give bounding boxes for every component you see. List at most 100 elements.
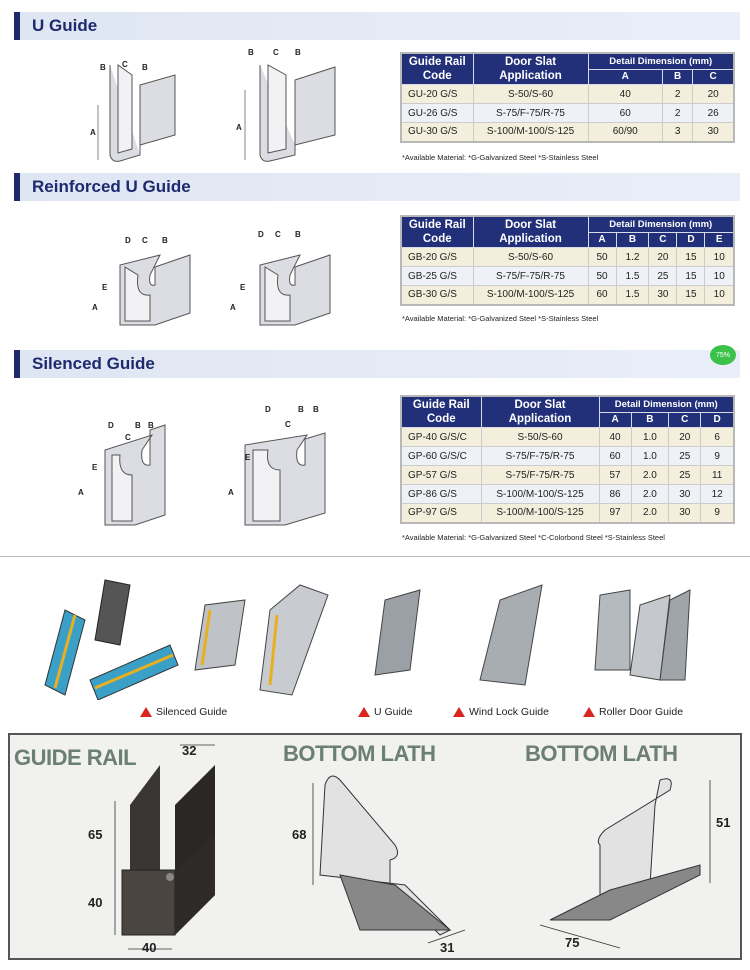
dim-label: B bbox=[135, 421, 141, 430]
door-slat-application: S-75/F-75/R-75 bbox=[472, 103, 589, 123]
table-header: Detail Dimension (mm) bbox=[587, 215, 735, 233]
section-header-silenced-guide: Silenced Guide bbox=[14, 350, 740, 378]
guide-rail-drawing bbox=[121, 765, 215, 936]
dim-label: C bbox=[125, 433, 131, 442]
dimension-value: 15 bbox=[676, 247, 706, 267]
material-note: *Available Material: *G-Galvanized Steel… bbox=[402, 153, 599, 162]
table-header: B bbox=[615, 231, 650, 249]
table-header: Guide Rail Code bbox=[400, 395, 482, 428]
table-header: B bbox=[661, 68, 694, 86]
dimension-value: 30 bbox=[668, 503, 702, 523]
bottom-lath-2-drawing bbox=[549, 778, 701, 921]
dim-40-width: 40 bbox=[142, 940, 157, 955]
dim-label: D bbox=[258, 230, 264, 239]
dim-40-height: 40 bbox=[88, 895, 103, 910]
door-slat-application: S-100/M-100/S-125 bbox=[472, 122, 589, 142]
dimension-value: 97 bbox=[598, 503, 632, 523]
material-note: *Available Material: *G-Galvanized Steel… bbox=[402, 314, 599, 323]
silenced-guide-photo bbox=[44, 579, 329, 700]
product-photos bbox=[44, 579, 691, 700]
dimension-value: 3 bbox=[661, 122, 694, 142]
dimension-value: 20 bbox=[668, 427, 702, 447]
dim-label: B bbox=[298, 405, 304, 414]
dim-label: E bbox=[240, 283, 246, 292]
dimension-value: 9 bbox=[700, 503, 735, 523]
door-slat-application: S-100/M-100/S-125 bbox=[480, 503, 600, 523]
bottom-lath-title: BOTTOM LATH bbox=[525, 741, 678, 766]
door-slat-application: S-50/S-60 bbox=[472, 84, 589, 104]
guide-rail-code: GU-20 G/S bbox=[400, 84, 474, 104]
dim-label: D bbox=[265, 405, 271, 414]
dimension-value: 1.5 bbox=[615, 266, 650, 286]
section-header-reinforced-u-guide: Reinforced U Guide bbox=[14, 173, 740, 201]
guide-rail-code: GP-60 G/S/C bbox=[400, 446, 482, 466]
table-header: Detail Dimension (mm) bbox=[598, 395, 735, 413]
dim-label: B bbox=[313, 405, 319, 414]
dim-label: D bbox=[108, 421, 114, 430]
table-header: C bbox=[668, 411, 702, 429]
guide-rail-code: GU-26 G/S bbox=[400, 103, 474, 123]
dimension-value: 2 bbox=[661, 103, 694, 123]
dim-label: E bbox=[102, 283, 108, 292]
dimension-value: 2.0 bbox=[630, 484, 670, 504]
table-header: D bbox=[700, 411, 735, 429]
dim-label: C bbox=[273, 48, 279, 57]
dimension-value: 1.2 bbox=[615, 247, 650, 267]
divider bbox=[0, 556, 750, 557]
dimension-value: 10 bbox=[704, 266, 735, 286]
table-header: Guide Rail Code bbox=[400, 215, 474, 248]
dimension-value: 20 bbox=[648, 247, 678, 267]
table-header: Door Slat Application bbox=[472, 52, 589, 85]
dimension-value: 50 bbox=[587, 266, 617, 286]
dimension-value: 30 bbox=[648, 285, 678, 305]
dimension-value: 30 bbox=[668, 484, 702, 504]
dimension-value: 9 bbox=[700, 446, 735, 466]
dimension-value: 60 bbox=[587, 103, 663, 123]
dim-label: E bbox=[245, 453, 251, 462]
dimension-value: 1.0 bbox=[630, 446, 670, 466]
guide-rail-code: GB-30 G/S bbox=[400, 285, 474, 305]
section-title: U Guide bbox=[32, 16, 98, 35]
guide-rail-code: GB-25 G/S bbox=[400, 266, 474, 286]
dimension-value: 1.0 bbox=[630, 427, 670, 447]
dimension-value: 30 bbox=[692, 122, 735, 142]
dim-label: B bbox=[295, 48, 301, 57]
bottom-lath-title: BOTTOM LATH bbox=[283, 741, 436, 766]
reinforced-u-guide-diagram: D C B E A D C B E A bbox=[92, 230, 331, 326]
table-header: Door Slat Application bbox=[472, 215, 589, 248]
u-guide-diagram: B C B A B C B A bbox=[90, 48, 336, 162]
dim-31: 31 bbox=[440, 940, 455, 955]
u-guide-photo bbox=[374, 589, 421, 676]
section-title: Reinforced U Guide bbox=[32, 177, 191, 196]
door-slat-application: S-75/F-75/R-75 bbox=[480, 446, 600, 466]
dimension-value: 60 bbox=[587, 285, 617, 305]
dimension-value: 11 bbox=[700, 465, 735, 485]
silenced-guide-diagram: D B B C E A D B B C E A bbox=[78, 405, 326, 526]
table-header: Door Slat Application bbox=[480, 395, 600, 428]
dimension-value: 60/90 bbox=[587, 122, 663, 142]
door-slat-application: S-100/M-100/S-125 bbox=[472, 285, 589, 305]
dimension-value: 15 bbox=[676, 266, 706, 286]
bottom-lath-1-drawing bbox=[319, 775, 452, 936]
dimension-value: 86 bbox=[598, 484, 632, 504]
door-slat-application: S-50/S-60 bbox=[472, 247, 589, 267]
dim-label: E bbox=[92, 463, 98, 472]
dim-label: D bbox=[125, 236, 131, 245]
dim-51: 51 bbox=[716, 815, 731, 830]
photo-label-roller-door-guide: Roller Door Guide bbox=[583, 706, 683, 718]
roller-door-guide-photo bbox=[594, 589, 691, 681]
dim-label: B bbox=[162, 236, 168, 245]
triangle-icon bbox=[358, 707, 370, 717]
zoom-badge[interactable]: 75% bbox=[710, 345, 736, 365]
dim-label: B bbox=[148, 421, 154, 430]
material-note: *Available Material: *G-Galvanized Steel… bbox=[402, 533, 665, 542]
dimension-value: 1.5 bbox=[615, 285, 650, 305]
